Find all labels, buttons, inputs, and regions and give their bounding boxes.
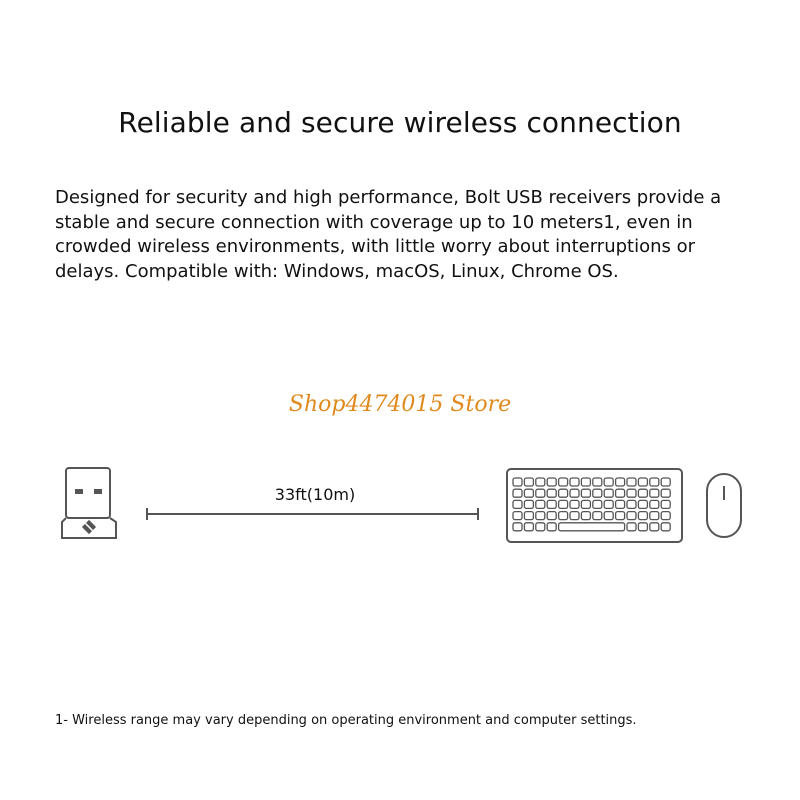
keyboard-key bbox=[603, 499, 614, 510]
keyboard-key bbox=[569, 499, 580, 510]
keyboard-key bbox=[512, 499, 523, 510]
keyboard-key bbox=[626, 522, 637, 532]
keyboard-key bbox=[523, 510, 535, 521]
keyboard-key bbox=[592, 499, 603, 510]
keyboard-key bbox=[546, 499, 557, 510]
keyboard-key bbox=[637, 522, 649, 532]
keyboard-key bbox=[546, 510, 557, 521]
keyboard-key bbox=[557, 499, 569, 510]
keyboard-key bbox=[614, 488, 626, 498]
keyboard-key bbox=[523, 499, 535, 510]
keyboard-key bbox=[637, 499, 649, 510]
keyboard-key bbox=[557, 477, 569, 487]
keyboard-key bbox=[546, 488, 557, 498]
keyboard-key bbox=[512, 510, 523, 521]
keyboard-key bbox=[637, 488, 649, 498]
keyboard-key bbox=[580, 499, 592, 510]
keyboard-key bbox=[603, 488, 614, 498]
keyboard-key bbox=[649, 488, 660, 498]
store-watermark: Shop4474015 Store bbox=[288, 392, 512, 417]
keyboard-key bbox=[649, 477, 660, 487]
keyboard-key bbox=[660, 488, 671, 498]
keyboard-key bbox=[580, 488, 592, 498]
keyboard-key bbox=[569, 488, 580, 498]
keyboard-key bbox=[546, 477, 557, 487]
keyboard-key bbox=[649, 499, 660, 510]
keyboard-key bbox=[649, 510, 660, 521]
keyboard-key bbox=[569, 510, 580, 521]
page-title: Reliable and secure wireless connection bbox=[118, 106, 682, 139]
keyboard-spacebar bbox=[557, 522, 626, 532]
mouse-icon bbox=[706, 473, 742, 538]
keyboard-key bbox=[626, 488, 637, 498]
keyboard-key bbox=[535, 510, 546, 521]
usb-receiver-icon bbox=[61, 467, 117, 539]
keyboard-key bbox=[557, 510, 569, 521]
keyboard-key bbox=[660, 522, 671, 532]
keyboard-key bbox=[512, 477, 523, 487]
keyboard-key bbox=[603, 510, 614, 521]
keyboard-key bbox=[557, 488, 569, 498]
keyboard-key bbox=[660, 499, 671, 510]
keyboard-key bbox=[614, 499, 626, 510]
keyboard-key bbox=[512, 522, 523, 532]
keyboard-key bbox=[637, 477, 649, 487]
keyboard-key bbox=[569, 477, 580, 487]
keyboard-key bbox=[603, 477, 614, 487]
range-line bbox=[146, 508, 479, 520]
keyboard-key bbox=[637, 510, 649, 521]
keyboard-icon bbox=[506, 468, 683, 543]
description-paragraph: Designed for security and high performan… bbox=[55, 187, 722, 282]
keyboard-key bbox=[580, 477, 592, 487]
keyboard-key bbox=[649, 522, 660, 532]
keyboard-key bbox=[580, 510, 592, 521]
keyboard-key bbox=[535, 499, 546, 510]
keyboard-key bbox=[523, 488, 535, 498]
keyboard-key bbox=[660, 477, 671, 487]
keyboard-key bbox=[535, 488, 546, 498]
keyboard-key bbox=[592, 510, 603, 521]
keyboard-key bbox=[512, 488, 523, 498]
keyboard-key bbox=[626, 510, 637, 521]
keyboard-key bbox=[660, 510, 671, 521]
keyboard-key bbox=[546, 522, 557, 532]
keyboard-key bbox=[535, 522, 546, 532]
range-label: 33ft(10m) bbox=[274, 485, 356, 504]
keyboard-key bbox=[626, 477, 637, 487]
keyboard-key bbox=[535, 477, 546, 487]
keyboard-key bbox=[592, 477, 603, 487]
keyboard-key bbox=[626, 499, 637, 510]
keyboard-key bbox=[523, 522, 535, 532]
keyboard-key bbox=[614, 510, 626, 521]
keyboard-key bbox=[523, 477, 535, 487]
keyboard-key bbox=[614, 477, 626, 487]
keyboard-key bbox=[592, 488, 603, 498]
footnote: 1- Wireless range may vary depending on … bbox=[55, 713, 637, 728]
